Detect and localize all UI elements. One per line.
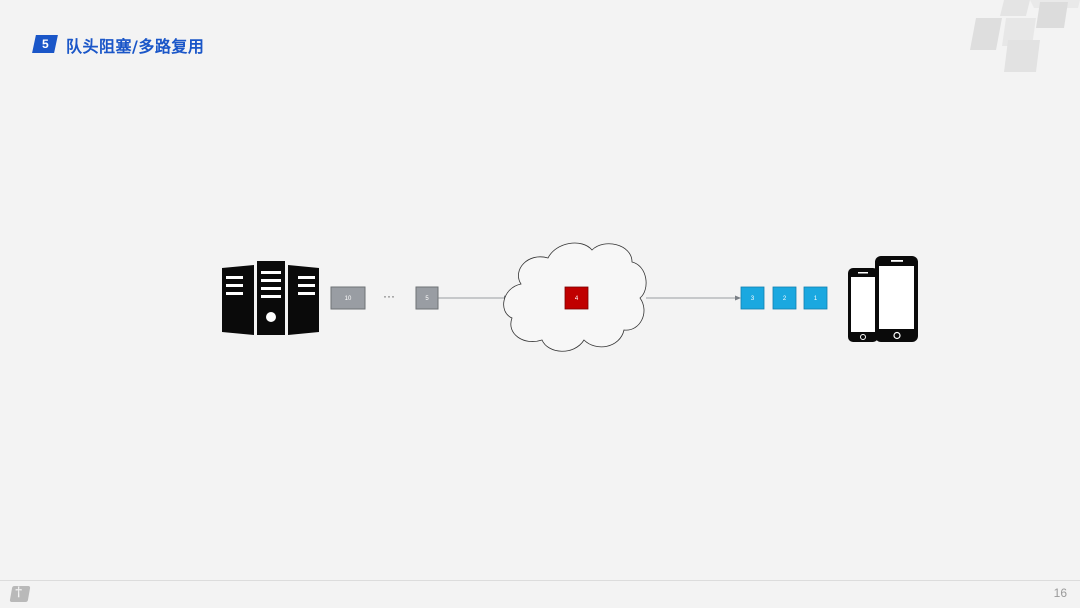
slide-title: 队头阻塞/多路复用 (66, 37, 205, 56)
page-number: 16 (1053, 586, 1067, 600)
server-rack-icon (222, 261, 319, 335)
smartphones-icon (848, 256, 918, 342)
corner-decoration (970, 0, 1080, 72)
queued-packet-label: 5 (425, 296, 429, 302)
received-packet: 3 (740, 286, 765, 310)
received-packet: 1 (803, 286, 828, 310)
received-packet-label: 2 (783, 296, 787, 302)
ellipsis: ··· (383, 289, 395, 303)
received-packet-label: 1 (814, 296, 818, 302)
lost-packet: 4 (564, 286, 589, 310)
queued-packet: 5 (415, 286, 439, 310)
received-packet: 2 (772, 286, 797, 310)
queued-packet: 10 (330, 286, 366, 310)
queued-packet-label: 10 (345, 296, 352, 302)
brand-logo-icon: † (9, 585, 31, 602)
brand-logo-glyph: † (15, 585, 23, 600)
footer-divider (0, 580, 1080, 581)
received-packet-label: 3 (751, 296, 755, 302)
lost-packet-label: 4 (575, 296, 579, 302)
arrowhead (735, 295, 741, 301)
